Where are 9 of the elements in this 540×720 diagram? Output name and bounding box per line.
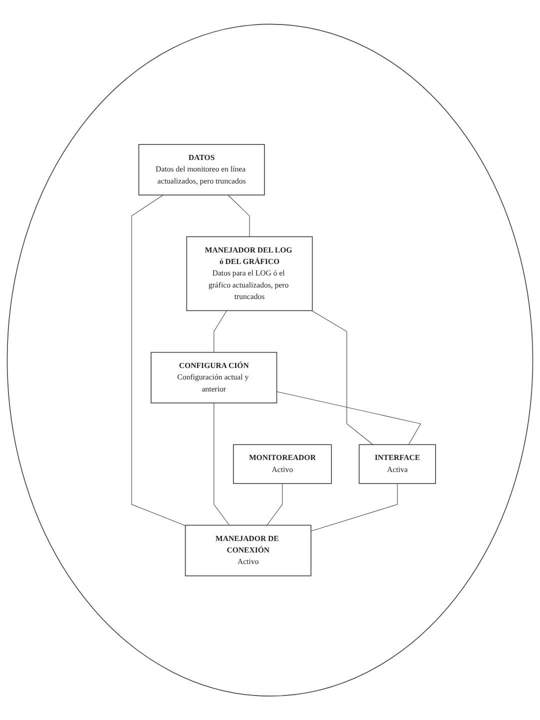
- connector: [131, 194, 186, 526]
- connector: [311, 310, 374, 445]
- connector: [214, 310, 228, 352]
- connector: [310, 483, 398, 532]
- cluster: [6, 24, 534, 696]
- connector: [276, 391, 422, 445]
- connector: [228, 194, 250, 237]
- connector: [266, 483, 283, 526]
- connector: [214, 402, 230, 526]
